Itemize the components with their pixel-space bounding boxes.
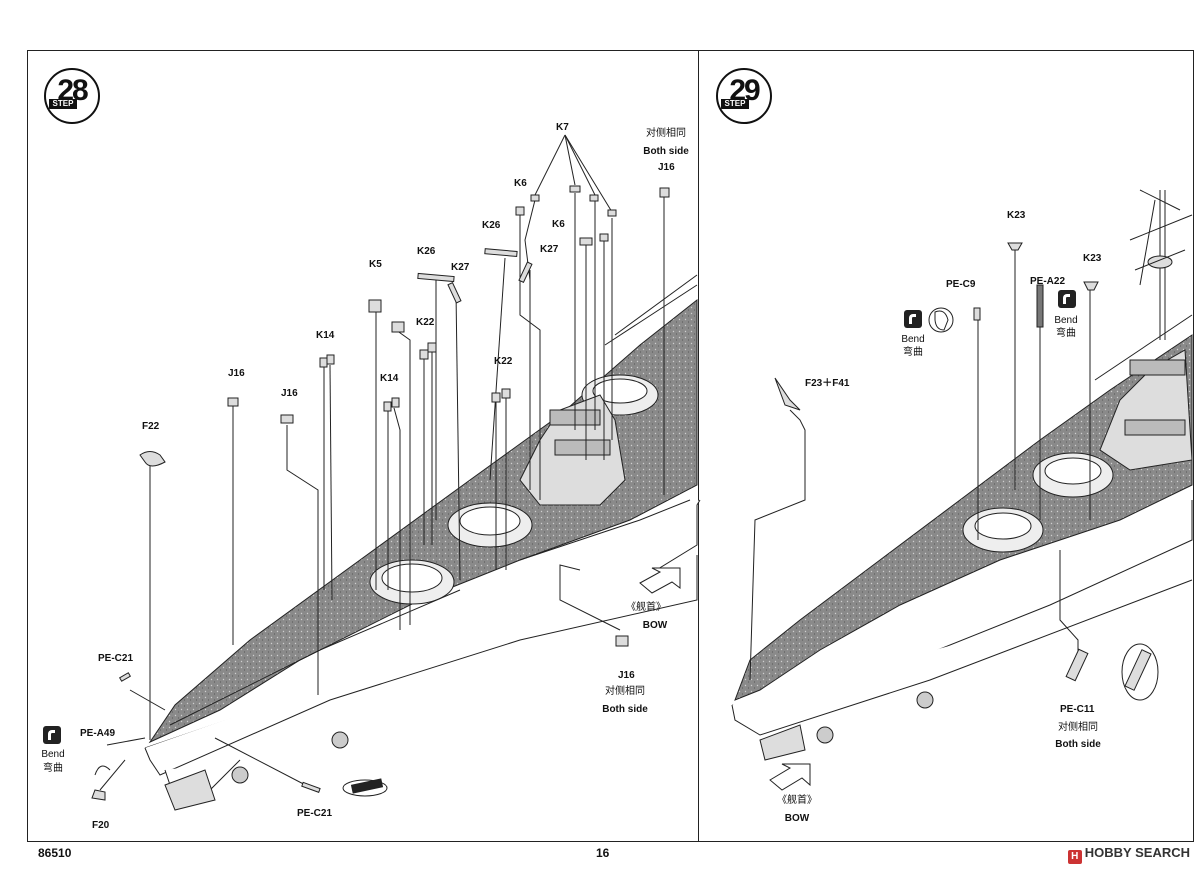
- bend2-label-en: Bend: [1054, 315, 1078, 326]
- bow-right-cn: 《舰首》: [777, 795, 817, 806]
- both-side-right-cn: 对侧相同: [1058, 722, 1098, 733]
- part-label-k27-a: K27: [540, 244, 559, 255]
- step-28-word: STEP: [49, 99, 77, 109]
- right-small-parts: [774, 242, 1159, 701]
- bend1-label-en: Bend: [901, 334, 925, 345]
- part-label-k23-b: K23: [1083, 253, 1102, 264]
- page-number: 16: [596, 846, 610, 860]
- part-label-k6-b: K6: [552, 219, 565, 230]
- bend-label-en: Bend: [41, 749, 65, 760]
- step-29-badge: 29 STEP: [716, 68, 772, 124]
- part-label-k6-a: K6: [514, 178, 527, 189]
- part-label-pe-a49: PE-A49: [80, 728, 116, 739]
- bow-right-en: BOW: [784, 813, 810, 824]
- right-bow-arrow: [769, 763, 811, 791]
- part-label-f20: F20: [92, 820, 110, 831]
- part-label-k26-a: K26: [482, 220, 501, 231]
- part-label-j16-d: J16: [618, 670, 635, 681]
- part-label-f22: F22: [142, 421, 160, 432]
- step-29-word: STEP: [721, 99, 749, 109]
- bow-label-en: BOW: [642, 620, 668, 631]
- both-side-bottom-en: Both side: [602, 704, 648, 715]
- part-label-pe-c21-a: PE-C21: [98, 653, 134, 664]
- part-label-k23-a: K23: [1007, 210, 1026, 221]
- part-label-k26-b: K26: [417, 246, 436, 257]
- both-side-top-en: Both side: [643, 146, 689, 157]
- left-leader-lines: [99, 134, 665, 791]
- part-label-k22-b: K22: [494, 356, 513, 367]
- bend-icon-2: [1058, 290, 1076, 308]
- left-bow-arrow: [639, 567, 681, 594]
- bend-icon: [43, 726, 61, 744]
- part-label-pe-c21-b: PE-C21: [297, 808, 333, 819]
- part-label-j16-top: J16: [658, 162, 675, 173]
- right-leader-lines: [749, 250, 1091, 681]
- both-side-bottom-cn: 对侧相同: [605, 686, 645, 697]
- part-label-k14-b: K14: [380, 373, 399, 384]
- bow-label-cn: 《舰首》: [626, 602, 666, 613]
- part-label-pe-c9: PE-C9: [946, 279, 976, 290]
- step-28-badge: 28 STEP: [44, 68, 100, 124]
- both-side-top-cn: 对侧相同: [646, 128, 686, 139]
- hobby-search-mark-icon: H: [1067, 850, 1082, 864]
- part-label-k7: K7: [556, 122, 569, 133]
- bend2-label-cn: 弯曲: [1056, 328, 1076, 339]
- part-label-pe-c11: PE-C11: [1060, 704, 1095, 715]
- part-label-k27-b: K27: [451, 262, 470, 273]
- both-side-right-en: Both side: [1055, 739, 1101, 750]
- part-label-k14-a: K14: [316, 330, 335, 341]
- part-label-j16-c: J16: [281, 388, 298, 399]
- part-label-k22-a: K22: [416, 317, 435, 328]
- watermark-text: HOBBY SEARCH: [1084, 845, 1190, 860]
- left-small-parts: [91, 185, 670, 801]
- part-label-pe-a22: PE-A22: [1030, 276, 1066, 287]
- part-label-k5: K5: [369, 259, 382, 270]
- product-code: 86510: [38, 846, 72, 860]
- part-label-j16-b: J16: [228, 368, 245, 379]
- bend-icon-1: [904, 310, 922, 328]
- bend1-label-cn: 弯曲: [903, 347, 923, 358]
- part-label-f23-f41: F23＋F41: [805, 378, 850, 389]
- right-ship-hull: [731, 189, 1193, 761]
- right-ship-deck: [734, 334, 1193, 701]
- bend-label-cn: 弯曲: [43, 763, 63, 774]
